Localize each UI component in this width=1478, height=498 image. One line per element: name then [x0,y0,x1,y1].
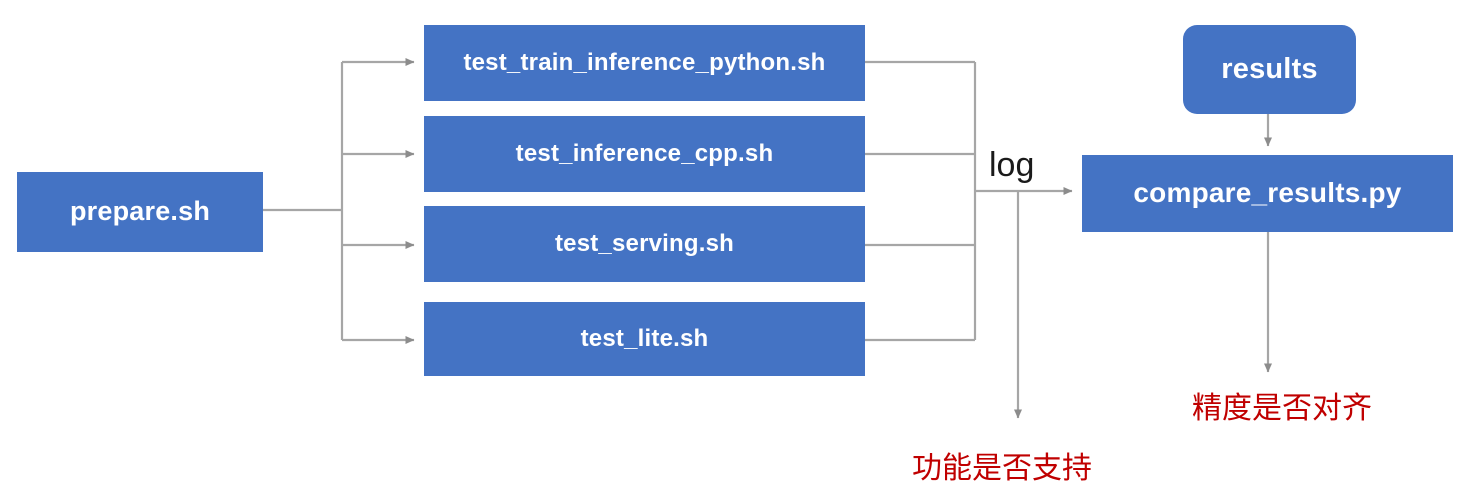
node-test-inference-cpp-sh[interactable]: test_inference_cpp.sh [424,116,865,192]
node-prepare-sh[interactable]: prepare.sh [17,172,263,252]
note-precision-aligned: 精度是否对齐 [1192,383,1372,427]
node-label: prepare.sh [69,196,211,227]
node-test-lite-sh[interactable]: test_lite.sh [424,302,865,376]
node-compare-results-py[interactable]: compare_results.py [1082,155,1453,232]
node-label: test_serving.sh [554,229,735,257]
node-test-train-inference-python-sh[interactable]: test_train_inference_python.sh [424,25,865,101]
node-test-serving-sh[interactable]: test_serving.sh [424,206,865,282]
node-results[interactable]: results [1183,25,1356,114]
node-label: compare_results.py [1133,177,1402,209]
node-label: test_train_inference_python.sh [463,48,826,76]
edge-label-log: log [989,146,1034,185]
node-label: test_inference_cpp.sh [515,139,774,167]
note-text: 精度是否对齐 [1192,392,1372,425]
node-label: results [1221,52,1318,85]
note-function-support: 功能是否支持 [912,443,1092,487]
edge-label-text: log [989,146,1035,184]
node-label: test_lite.sh [580,324,709,352]
note-text: 功能是否支持 [912,452,1092,485]
